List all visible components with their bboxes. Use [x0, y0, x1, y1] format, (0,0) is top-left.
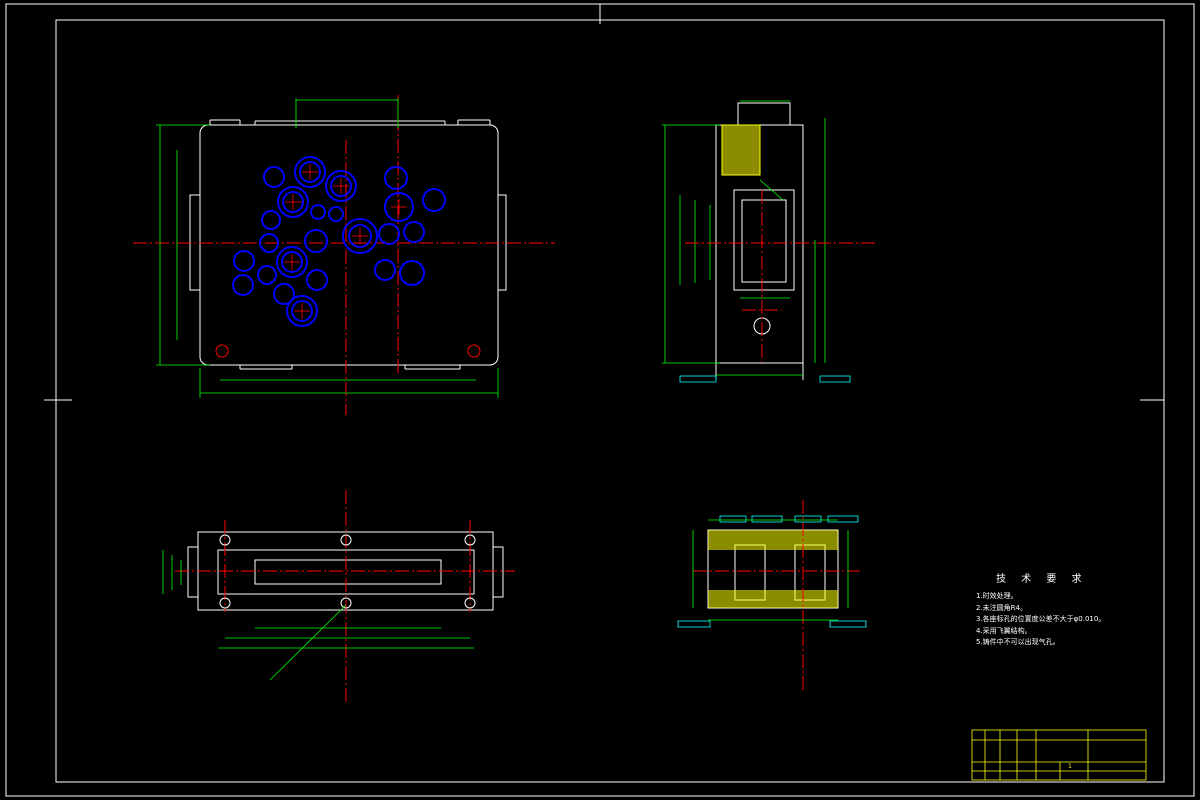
title-block-sheet-number: 1: [1068, 763, 1072, 770]
hole-center-marks: [284, 164, 407, 319]
requirement-item: 3.各座标孔的位置度公差不大于φ0.010。: [976, 615, 1106, 623]
side-section-view: [662, 100, 875, 383]
technical-requirements: 技 术 要 求 1.时效处理。 2.未注圆角R4。 3.各座标孔的位置度公差不大…: [976, 570, 1146, 649]
top-view: [162, 490, 515, 705]
technical-requirements-title: 技 术 要 求: [996, 574, 1088, 585]
requirement-item: 2.未注圆角R4。: [976, 603, 1027, 612]
bolt-hole-pattern: [232, 156, 446, 327]
section-detail-view: [677, 500, 867, 690]
requirement-item: 5.铸件中不可以出现气孔。: [976, 638, 1060, 646]
title-block: [971, 729, 1147, 781]
section-hatch: [721, 124, 761, 176]
sheet-frame: [5, 3, 1195, 797]
requirement-item: 1.时效处理。: [976, 592, 1018, 600]
front-view: [133, 95, 555, 415]
requirement-item: 4.采用飞翼结构。: [976, 626, 1032, 635]
